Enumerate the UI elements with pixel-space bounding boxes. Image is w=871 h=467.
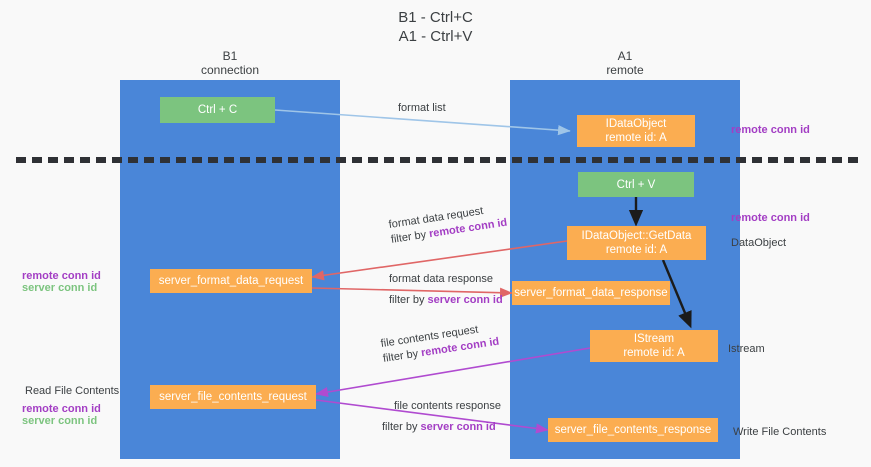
node-server-format-data-response-label: server_format_data_response [514, 287, 668, 299]
annotation-left-bottom-server-conn-id: server conn id [22, 415, 98, 427]
node-server-format-data-response[interactable]: server_format_data_response [512, 281, 670, 305]
edge-label-file-contents-response-text: file contents response [394, 400, 502, 412]
phase-separator [16, 157, 861, 163]
node-server-format-data-request-label: server_format_data_request [158, 275, 304, 287]
annotation-left-server-conn-id: server conn id [22, 282, 98, 294]
edge-getdata-to-istream [661, 259, 692, 329]
annotation-left-bottom-remote-conn-id: remote conn id [22, 403, 101, 415]
node-istream[interactable]: IStream remote id: A [590, 330, 718, 362]
diagram-title: B1 - Ctrl+C A1 - Ctrl+V [0, 8, 871, 46]
node-server-file-contents-response[interactable]: server_file_contents_response [548, 418, 718, 442]
node-server-format-data-request[interactable]: server_format_data_request [150, 269, 312, 293]
edge-label-file-contents-response-filter: filter by server conn id [382, 420, 501, 435]
node-getdata-sub: remote id: A [605, 244, 668, 256]
column-a1-name: A1 [617, 49, 633, 63]
filter-key-server-conn-id: server conn id [420, 421, 496, 433]
node-server-file-contents-response-label: server_file_contents_response [554, 424, 712, 436]
edge-label-format-data-response-text: format data response [389, 273, 493, 285]
edge-label-format-list: format list [398, 101, 446, 116]
filter-key-server-conn-id: server conn id [427, 294, 503, 306]
node-istream-label: IStream [633, 333, 675, 345]
edge-label-format-data-response-filter: filter by server conn id [389, 293, 503, 308]
title-line-2: A1 - Ctrl+V [398, 28, 473, 45]
column-b1-role: connection [200, 63, 260, 77]
edge-label-format-data-response: format data response filter by server co… [389, 272, 503, 308]
node-getdata-label: IDataObject::GetData [581, 230, 692, 242]
column-header-b1: B1 connection [120, 49, 340, 77]
column-a1-role: remote [606, 63, 644, 77]
edge-label-format-list-text: format list [398, 102, 446, 114]
annotation-right-top-remote-conn-id: remote conn id [731, 124, 810, 136]
edge-file-contents-request [315, 347, 591, 398]
node-server-file-contents-request[interactable]: server_file_contents_request [150, 385, 316, 409]
edge-format-list [274, 109, 571, 136]
node-istream-sub: remote id: A [623, 347, 685, 359]
edge-format-data-request [311, 239, 575, 281]
edge-label-file-contents-response: file contents response filter by server … [382, 399, 502, 435]
filter-prefix: filter by [382, 421, 421, 433]
node-ctrl-v[interactable]: Ctrl + V [578, 172, 694, 197]
column-b1-name: B1 [222, 49, 238, 63]
annotation-read-file-contents: Read File Contents [25, 385, 120, 397]
annotation-left-remote-conn-id: remote conn id [22, 270, 101, 282]
node-getdata[interactable]: IDataObject::GetData remote id: A [567, 226, 706, 260]
node-idataobject[interactable]: IDataObject remote id: A [577, 115, 695, 147]
annotation-istream: Istream [728, 343, 765, 355]
filter-prefix: filter by [389, 294, 428, 306]
column-header-a1: A1 remote [510, 49, 740, 77]
node-ctrl-c[interactable]: Ctrl + C [160, 97, 275, 123]
node-server-file-contents-request-label: server_file_contents_request [159, 391, 307, 403]
node-idataobject-label: IDataObject [605, 118, 667, 130]
annotation-right-mid-remote-conn-id: remote conn id [731, 212, 810, 224]
annotation-dataobject: DataObject [731, 237, 787, 249]
title-line-1: B1 - Ctrl+C [398, 9, 473, 26]
annotation-write-file-contents: Write File Contents [733, 426, 827, 438]
node-idataobject-sub: remote id: A [605, 132, 667, 144]
node-ctrl-c-label: Ctrl + C [197, 104, 238, 116]
node-ctrl-v-label: Ctrl + V [616, 178, 656, 191]
edge-format-data-response [311, 287, 513, 298]
edge-file-contents-response [315, 399, 549, 434]
